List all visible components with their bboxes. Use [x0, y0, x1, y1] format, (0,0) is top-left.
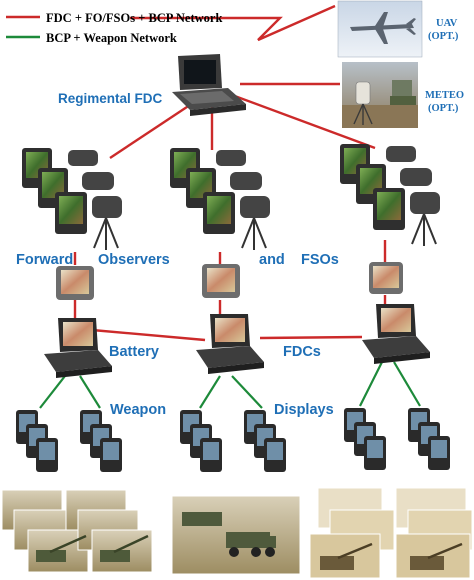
- howitzer-photos-left: [1, 489, 153, 573]
- uav-opt-label: (OPT.): [428, 31, 459, 42]
- red-network-lines: [73, 4, 387, 342]
- legend-green-label: BCP + Weapon Network: [46, 31, 177, 45]
- rocket-launcher-photo: [171, 495, 301, 575]
- battery-laptop: [44, 318, 112, 378]
- label-fsos: FSOs: [301, 252, 339, 268]
- legend-red-label: FDC + FO/FSOs + BCP Network: [46, 11, 222, 25]
- binocular-tripod-icon: [68, 150, 122, 250]
- label-displays: Displays: [274, 402, 334, 418]
- weapon-display-cluster-3: [344, 408, 450, 470]
- label-observers: Observers: [98, 252, 170, 268]
- weapon-display-cluster-2: [180, 410, 286, 472]
- regimental-fdc-label: Regimental FDC: [58, 91, 163, 106]
- regimental-fdc-laptop: [172, 54, 246, 116]
- label-weapon: Weapon: [110, 402, 166, 418]
- battery-laptop-2: [196, 314, 264, 374]
- uav-label: UAV: [436, 18, 458, 29]
- meteo-label: METEO: [425, 90, 464, 101]
- meteo-radar-icon: [353, 80, 416, 125]
- battery-laptop-3: [362, 304, 430, 364]
- self-propelled-gun-icon: [320, 542, 463, 570]
- label-battery: Battery: [109, 344, 159, 360]
- legend: FDC + FO/FSOs + BCP Network BCP + Weapon…: [6, 11, 222, 45]
- drone-icon: [350, 12, 416, 44]
- truck-icon: [182, 512, 276, 557]
- fo-handheld-3: [369, 262, 403, 294]
- observer-cluster: [22, 148, 122, 250]
- observer-cluster-2: [169, 147, 271, 251]
- meteo-opt-label: (OPT.): [428, 103, 459, 114]
- howitzer-photos-right: [309, 487, 473, 579]
- uav-photo: [337, 0, 423, 58]
- observer-cluster-3: [339, 143, 441, 247]
- meteo-photo: [342, 62, 418, 128]
- weapon-display-cluster: [16, 410, 122, 472]
- green-network-lines: [39, 361, 421, 409]
- howitzer-icon: [36, 534, 149, 562]
- label-forward: Forward: [16, 252, 73, 268]
- fo-handheld-2: [202, 264, 240, 298]
- fo-handheld-1: [56, 266, 94, 300]
- label-fdcs: FDCs: [283, 344, 321, 360]
- observer-tablet-icon: [22, 148, 87, 234]
- label-and: and: [259, 252, 285, 268]
